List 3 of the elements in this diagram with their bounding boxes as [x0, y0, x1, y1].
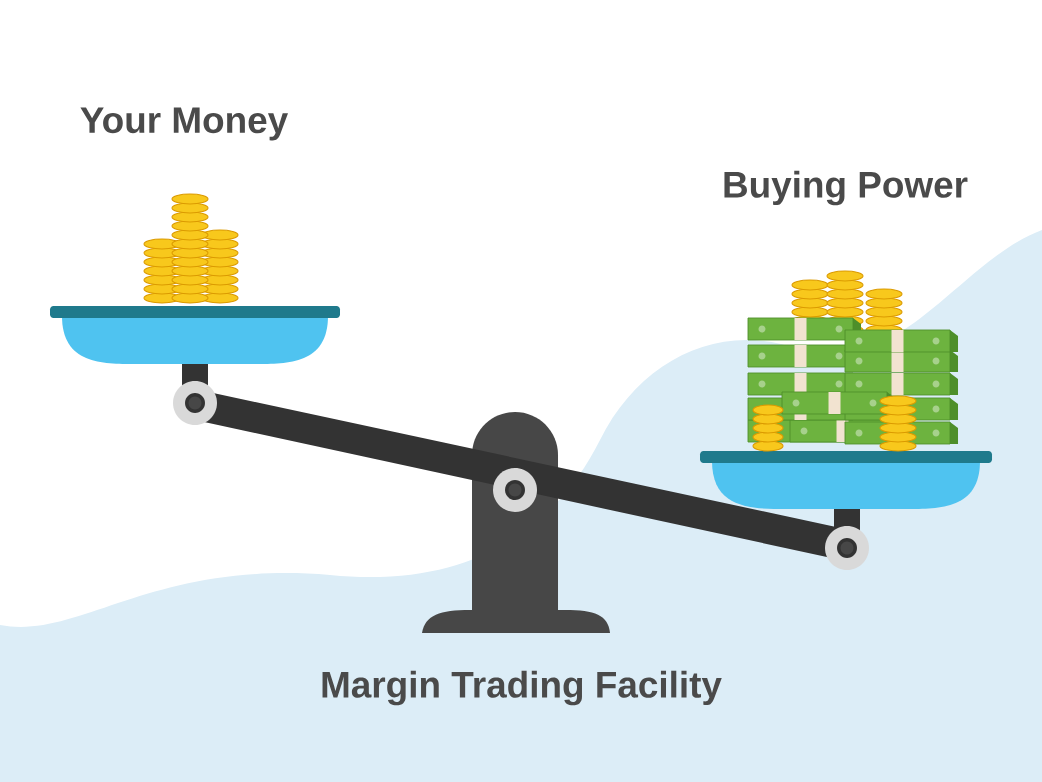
heading: Your Money: [80, 107, 288, 141]
heading: Buying Power: [724, 170, 968, 206]
heading: Margin Trading Facility: [322, 670, 722, 706]
